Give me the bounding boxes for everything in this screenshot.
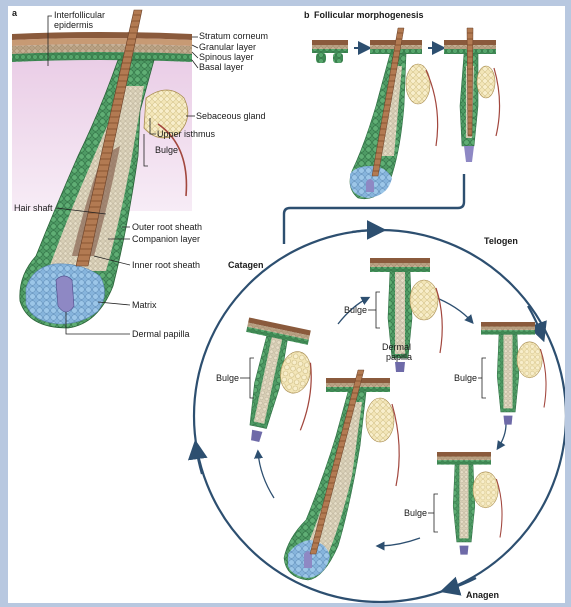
morphogenesis-stage-2: [350, 28, 438, 199]
phase-catagen: Catagen: [228, 260, 264, 270]
label-basal-layer: Basal layer: [199, 62, 244, 72]
inner-arrow-4: [378, 538, 420, 546]
label-granular-layer: Granular layer: [199, 42, 256, 52]
label-interfollicular: Interfollicular: [54, 10, 105, 20]
label-upper-isthmus: Upper isthmus: [157, 129, 216, 139]
label-inner-root-sheath: Inner root sheath: [132, 260, 200, 270]
label-hair-shaft: Hair shaft: [14, 203, 53, 213]
cycle-arrow-left: [196, 446, 202, 474]
cycle-arrow-anagen: [446, 578, 476, 590]
label-bulge: Bulge: [155, 145, 178, 155]
cycle-follicle-right: [481, 322, 546, 425]
label-bulge-telogen: Bulge: [344, 305, 367, 315]
phase-anagen: Anagen: [466, 590, 499, 600]
panel-a-letter: a: [12, 8, 18, 18]
label-dermal-papilla: Dermal papilla: [132, 329, 190, 339]
panel-b-letter: b: [304, 10, 310, 20]
panel-b: b Follicular morphogenesis: [194, 10, 565, 602]
morphogenesis-stage-3: [444, 28, 500, 162]
cycle-follicle-catagen: [224, 317, 323, 450]
inner-arrow-5: [258, 452, 274, 498]
label-stratum-corneum: Stratum corneum: [199, 31, 268, 41]
label-epidermis: epidermis: [54, 20, 94, 30]
morphogenesis-stage-1: [312, 40, 348, 63]
figure-canvas: a: [8, 6, 565, 603]
label-bulge-catagen: Bulge: [216, 373, 239, 383]
cycle-follicle-lower-right: [437, 452, 502, 555]
dermal-papilla-region: [56, 276, 74, 312]
label-outer-root-sheath: Outer root sheath: [132, 222, 202, 232]
cycle-follicle-anagen: [284, 370, 399, 580]
label-spinous-layer: Spinous layer: [199, 52, 254, 62]
epidermis-layers: [12, 32, 192, 62]
phase-telogen: Telogen: [484, 236, 518, 246]
label-papilla: papilla: [386, 352, 412, 362]
figure-svg: a: [8, 6, 565, 603]
label-dermal: Dermal: [382, 342, 411, 352]
panel-b-title: Follicular morphogenesis: [314, 10, 424, 20]
inner-arrow-3: [498, 424, 506, 448]
cycle-arrow-top: [352, 230, 380, 232]
label-sebaceous-gland: Sebaceous gland: [196, 111, 266, 121]
label-bulge-lower: Bulge: [404, 508, 427, 518]
label-matrix: Matrix: [132, 300, 157, 310]
label-bulge-right: Bulge: [454, 373, 477, 383]
label-companion-layer: Companion layer: [132, 234, 200, 244]
panel-a: a: [12, 8, 268, 339]
